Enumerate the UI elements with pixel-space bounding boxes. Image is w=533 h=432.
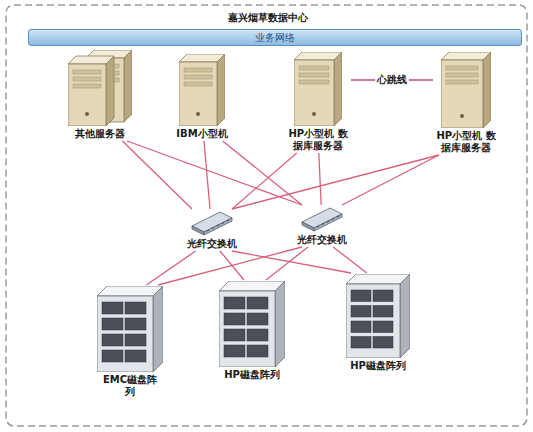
fiber-link: [204, 141, 210, 209]
device-label: EMC磁盘阵列: [98, 374, 162, 398]
server: HP小型机 数据库服务器: [434, 52, 498, 154]
fiber-link: [158, 247, 302, 285]
device-label: HP小型机 数据库服务器: [286, 128, 350, 152]
disk-array-icon: [219, 281, 285, 367]
fiber-link: [127, 141, 302, 205]
server: HP小型机 数据库服务器: [286, 52, 350, 152]
fiber-link: [342, 155, 439, 205]
disk-array-icon: [346, 274, 410, 358]
fiber-link: [232, 155, 439, 209]
fiber-link: [146, 251, 195, 285]
device-label: HP磁盘阵列: [224, 369, 280, 381]
fiber-link: [266, 247, 308, 280]
fiber-switch-icon: [300, 206, 344, 232]
fiber-link: [223, 141, 302, 205]
device-label: HP小型机 数据库服务器: [434, 130, 498, 154]
dashed-border: [6, 5, 527, 426]
fiber-link: [319, 153, 321, 205]
fiber-switch: 光纤交换机: [187, 210, 237, 250]
disk-array: EMC磁盘阵列: [97, 286, 163, 398]
server-icon: [294, 52, 342, 126]
fiber-link: [122, 141, 192, 209]
device-label: HP磁盘阵列: [350, 360, 406, 372]
title: 嘉兴烟草数据中心: [228, 11, 308, 25]
fiber-switch: 光纤交换机: [297, 206, 347, 246]
disk-array: HP磁盘阵列: [346, 274, 410, 372]
server-group: 其他服务器: [68, 50, 132, 140]
fiber-switch-icon: [190, 210, 234, 236]
device-label: 光纤交换机: [297, 234, 347, 246]
fiber-link: [333, 247, 367, 273]
band-label: 业务网络: [255, 32, 295, 44]
server-group-icon: [68, 50, 132, 126]
server-icon: [441, 52, 491, 128]
network-band: 业务网络: [28, 29, 522, 46]
device-label: 其他服务器: [75, 128, 125, 140]
disk-array: HP磁盘阵列: [219, 281, 285, 381]
disk-array-icon: [97, 286, 163, 372]
device-label: 光纤交换机: [187, 238, 237, 250]
server: IBM小型机: [176, 54, 227, 140]
fiber-link: [232, 251, 351, 273]
server-icon: [179, 54, 225, 126]
device-label: IBM小型机: [176, 128, 227, 140]
edge-label: 心跳线: [375, 73, 409, 87]
